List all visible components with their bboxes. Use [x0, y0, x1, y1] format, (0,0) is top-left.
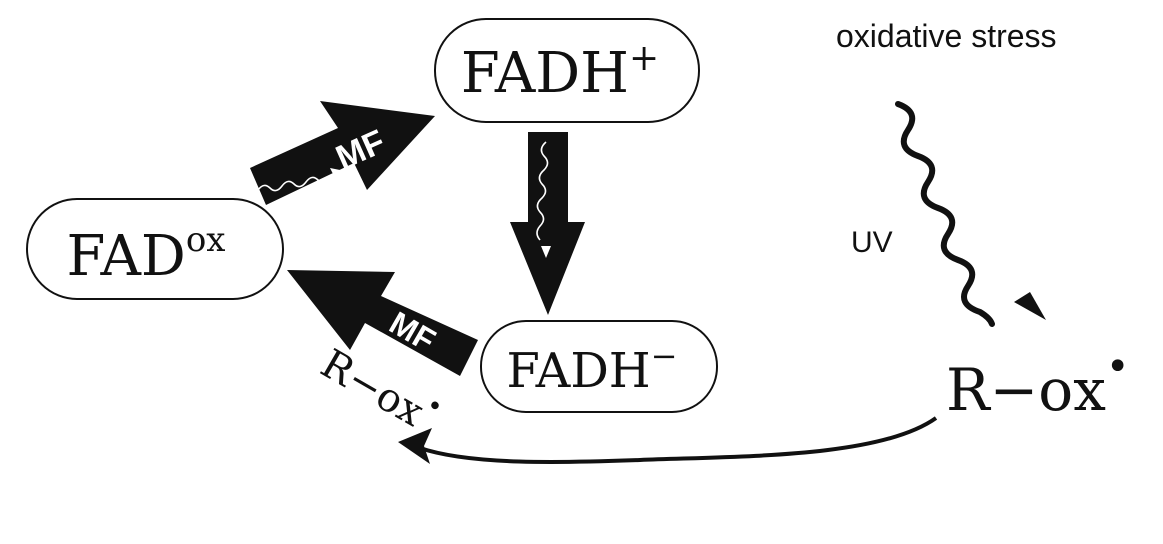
arrow-fadhminus-to-fadox: MF	[287, 270, 478, 376]
light-wave-icon	[257, 175, 331, 192]
oxidative-stress-label: oxidative stress	[836, 18, 1057, 54]
r-ox-large-radical: •	[1106, 344, 1130, 390]
fad-ox-base: FAD	[67, 224, 186, 289]
light-wave-arrowhead-icon	[541, 246, 551, 258]
curved-arrowhead-icon	[398, 428, 432, 464]
r-ox-large-dash: −	[990, 356, 1039, 424]
fadh-plus-superscript: +	[629, 38, 659, 79]
fadh-plus-base: FADH	[461, 41, 629, 106]
fadh-minus-base: FADH	[507, 343, 651, 399]
uv-wavy-arrow	[895, 101, 1046, 327]
fadh-minus-superscript: −	[651, 337, 678, 375]
node-fadh-plus: FADH+	[434, 18, 700, 123]
uv-label: UV	[851, 226, 893, 259]
fad-ox-superscript: ox	[186, 220, 226, 260]
arrow-fadhplus-to-fadhminus	[510, 132, 585, 315]
arrow-fadox-to-fadhplus: MF	[250, 101, 435, 205]
curved-return-arrow	[398, 416, 938, 464]
r-ox-large-suffix: ox	[1038, 356, 1106, 424]
uv-arrowhead-icon	[1014, 292, 1046, 320]
r-ox-large-prefix: R	[946, 356, 992, 424]
node-fadh-minus: FADH−	[480, 320, 718, 413]
svg-text:FADH−: FADH−	[507, 337, 678, 399]
svg-text:FADox: FADox	[67, 220, 226, 289]
uv-wave-icon	[895, 101, 995, 327]
light-wave-arrowhead-icon	[330, 168, 340, 176]
r-ox-radical-label-large: R−ox•	[946, 344, 1130, 424]
svg-text:FADH+: FADH+	[461, 38, 659, 106]
light-wave-icon	[536, 141, 549, 241]
node-fad-ox: FADox	[26, 198, 284, 300]
